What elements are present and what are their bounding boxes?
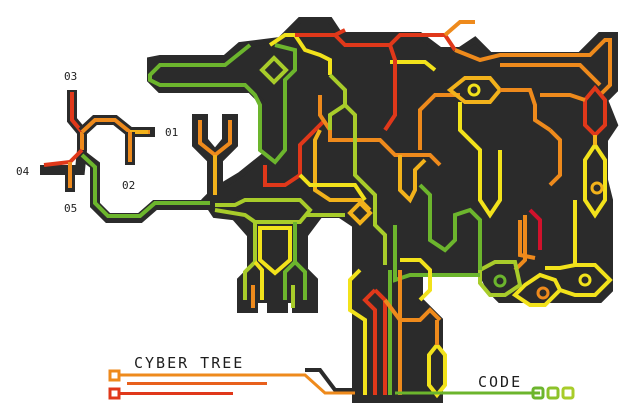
branch-label-01: 01 bbox=[165, 126, 178, 139]
trunk-wires bbox=[348, 268, 447, 399]
title-cyber-tree: CYBER TREE bbox=[134, 354, 244, 372]
left-branches bbox=[40, 90, 210, 223]
code-dots bbox=[531, 386, 575, 400]
u-branch-wires bbox=[198, 120, 232, 195]
branch-label-03: 03 bbox=[64, 70, 77, 83]
circuit-wires bbox=[148, 20, 613, 307]
subtitle-code: CODE bbox=[478, 373, 522, 391]
branch-label-05: 05 bbox=[64, 202, 77, 215]
branch-label-02: 02 bbox=[122, 179, 135, 192]
branch-label-04: 04 bbox=[16, 165, 30, 178]
title-lines bbox=[108, 369, 267, 400]
root-wires bbox=[214, 198, 345, 308]
ground-lines bbox=[120, 368, 540, 395]
